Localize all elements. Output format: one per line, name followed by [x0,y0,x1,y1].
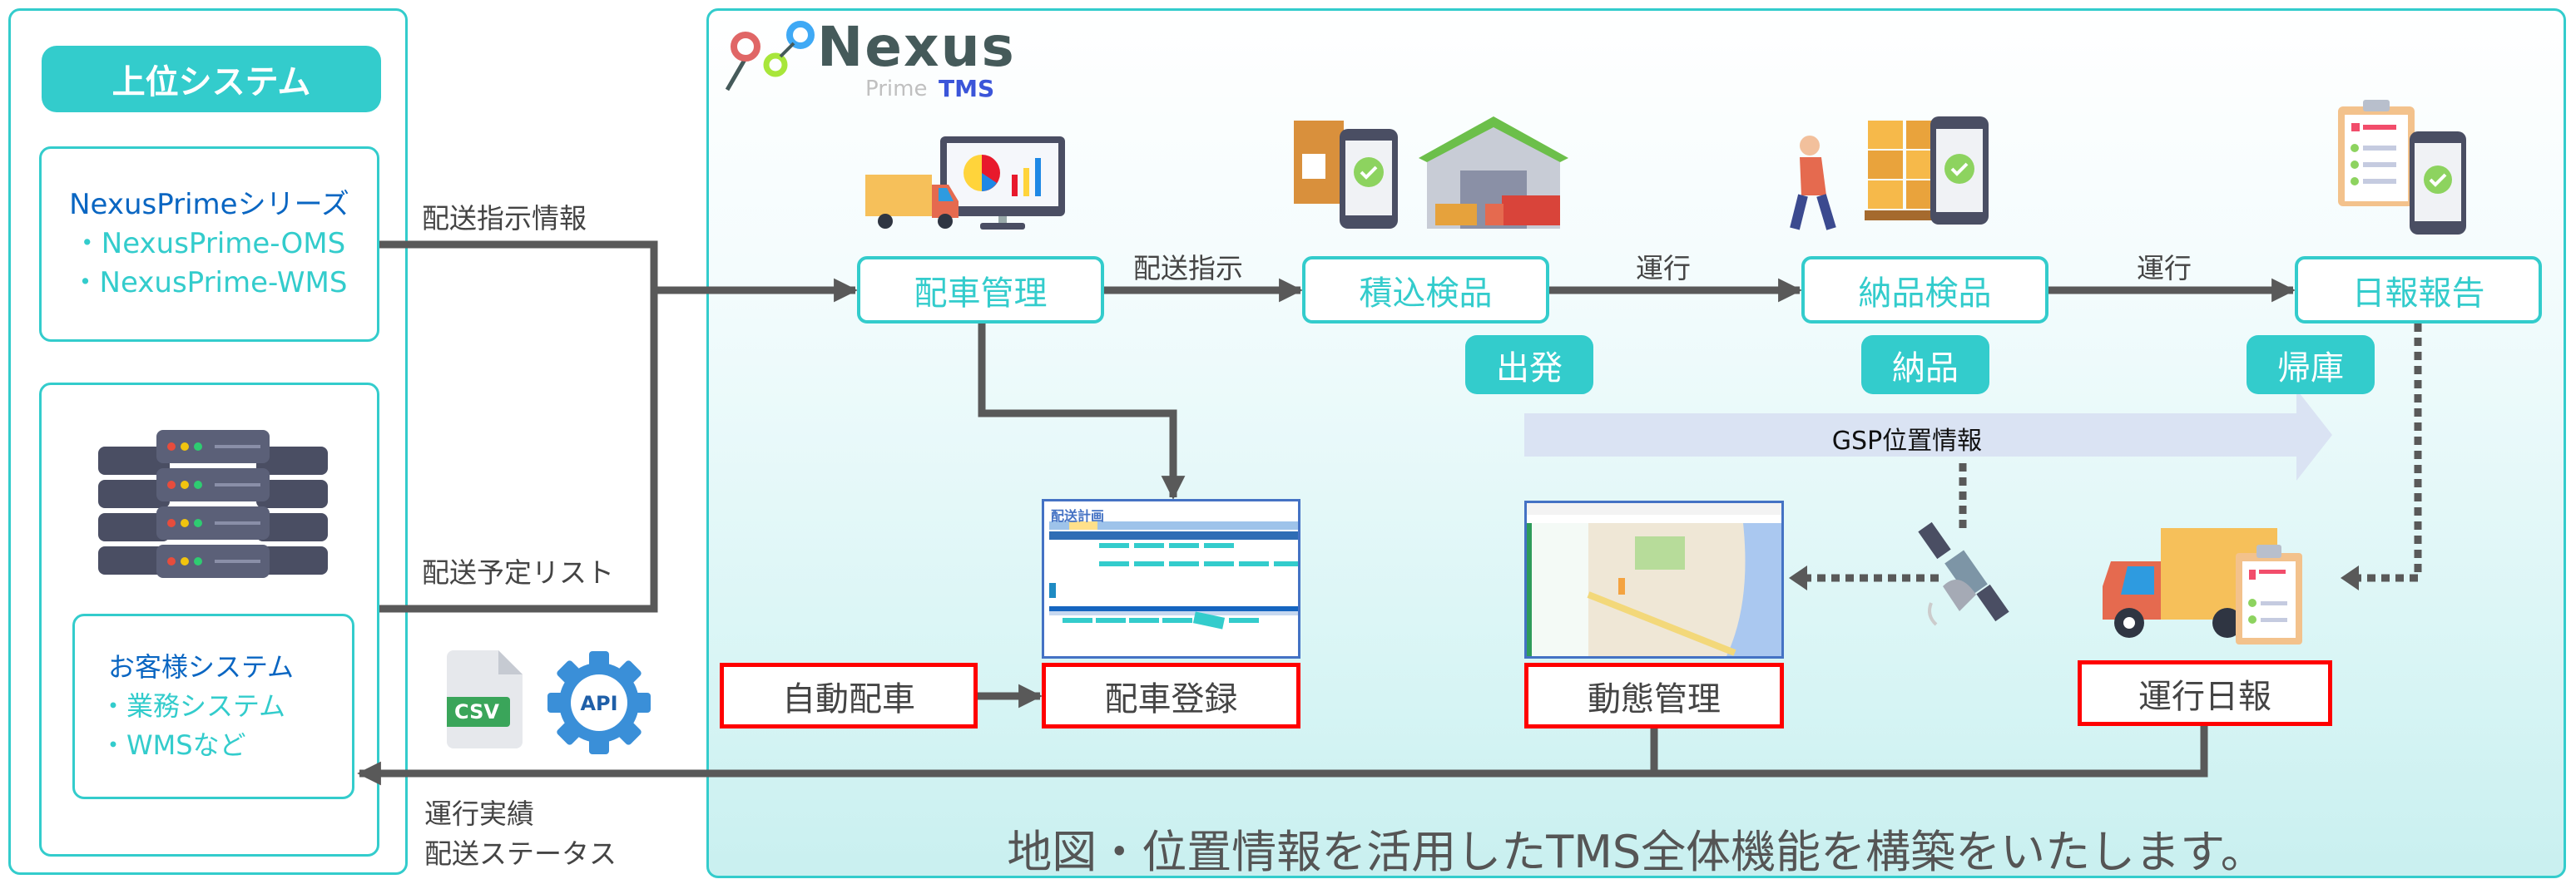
daily-operation-report-box[interactable]: 運行日報 [2078,660,2332,726]
link-dispatch-instruction: 配送指示 [1133,252,1243,284]
event-departure: 出発 [1465,335,1593,394]
dispatch-registration-box[interactable]: 配車登録 [1042,663,1300,728]
tracking-management-box[interactable]: 動態管理 [1524,663,1784,728]
dispatch-plan-screenshot: 配送計画 [1042,499,1300,659]
nexusprime-wms: ・NexusPrime-WMS [71,266,348,299]
customer-system-title: お客様システム [108,651,295,683]
schedule-list-label: 配送予定リスト [422,556,614,589]
satellite-icon [1918,521,2009,626]
step-loading-inspection[interactable]: 積込検品 [1302,256,1549,323]
gps-location-label: GSP位置情報 [1831,427,1983,456]
wms-item: ・WMSなど [100,729,246,761]
customer-system-box: お客様システム ・業務システム ・WMSなど [72,614,354,799]
nexusprime-series-title: NexusPrimeシリーズ [69,188,349,221]
logo-brand: Nexus [817,15,1016,79]
logo-tms: TMS [939,75,995,102]
svg-text:API: API [580,692,617,715]
step-delivery-inspection[interactable]: 納品検品 [1801,256,2048,323]
daily-report-phone-icon [2338,100,2466,235]
dispatch-calendar-graphic [1049,521,1298,630]
tracking-map-screenshot [1524,501,1784,659]
link-operation-1: 運行 [1636,252,1691,284]
loading-inspection-icon [1294,116,1568,229]
event-return: 帰庫 [2247,335,2375,394]
dispatch-plan-title: 配送計画 [1051,508,1105,524]
logo-mark-icon [725,21,815,91]
api-gear-icon: API [547,651,651,754]
truck-monitor-icon [865,136,1065,230]
svg-text:CSV: CSV [454,700,499,724]
link-operation-2: 運行 [2137,252,2192,284]
delivery-status-label: 配送ステータス [424,837,617,870]
results-label: 運行実績 [424,798,534,830]
csv-file-icon: CSV [447,650,523,748]
delivery-inspection-icon [1790,116,1989,230]
dispatch-info-label: 配送指示情報 [422,202,587,235]
tagline: 地図・位置情報を活用したTMS全体機能を構築をいたします。 [1007,826,2266,878]
server-icon [98,430,328,578]
nexusprime-oms: ・NexusPrime-OMS [72,227,346,260]
logo-prime: Prime [865,77,928,101]
step-daily-report[interactable]: 日報報告 [2295,256,2542,323]
upstream-systems-header: 上位システム [42,46,381,112]
truck-report-icon [2103,528,2302,645]
step-dispatch-management[interactable]: 配車管理 [857,256,1104,323]
nexusprime-series-box: NexusPrimeシリーズ ・NexusPrime-OMS ・NexusPri… [39,146,379,342]
nexus-prime-tms-logo: Nexus Prime TMS [724,15,1015,102]
event-delivery: 納品 [1861,335,1989,394]
auto-dispatch-box[interactable]: 自動配車 [720,663,978,728]
business-system-item: ・業務システム [100,690,286,722]
map-graphic [1527,503,1781,656]
